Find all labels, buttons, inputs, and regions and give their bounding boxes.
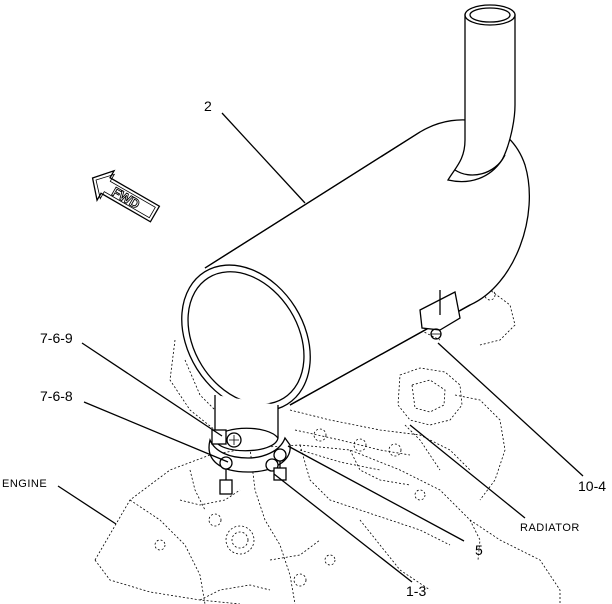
muffler: [181, 4, 530, 412]
inlet-pipe-clamp: [208, 395, 291, 495]
forward-direction-arrow: FWD: [91, 169, 161, 223]
leader-mount-bolt: [273, 473, 413, 583]
leader-gasket: [287, 445, 465, 542]
leader-engine: [57, 485, 117, 525]
callout-clamp-nut: 7-6-8: [40, 388, 73, 404]
callout-labels: 2 7-6-9 7-6-8 1-3 5 10-4 RADIATOR ENGINE: [2, 98, 606, 599]
callout-bracket-bolt: 10-4: [578, 478, 606, 494]
leader-clamp-bolt: [81, 342, 223, 437]
leader-bracket-bolt: [437, 342, 584, 477]
leader-radiator: [409, 424, 526, 519]
callout-gasket: 5: [475, 542, 483, 558]
leader-clamp-nut: [83, 401, 229, 463]
leader-lines: [57, 112, 584, 583]
exhaust-manifold: [169, 284, 516, 501]
engine-block: [94, 444, 561, 604]
leader-muffler: [221, 112, 306, 204]
callout-mount-bolt: 1-3: [406, 583, 426, 599]
callout-muffler: 2: [204, 98, 212, 114]
callout-clamp-bolt: 7-6-9: [40, 330, 73, 346]
radiator-label: RADIATOR: [520, 522, 580, 534]
engine-label: ENGINE: [2, 478, 47, 490]
